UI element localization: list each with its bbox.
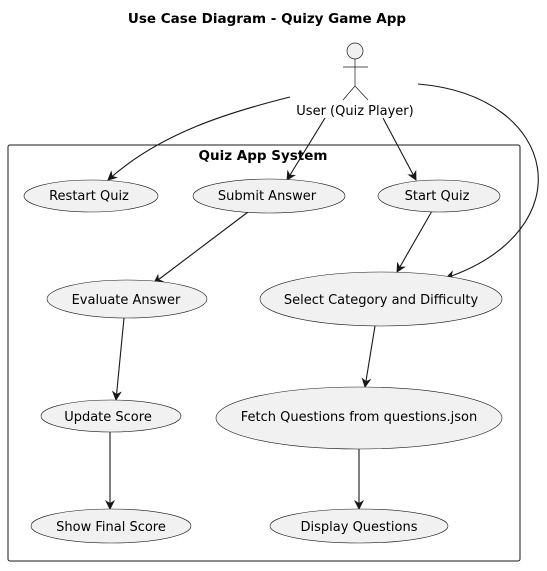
diagram-title: Use Case Diagram - Quizy Game App xyxy=(128,11,407,27)
edge-evaluate-update-score xyxy=(111,317,125,401)
use-case-submit-answer-label: Submit Answer xyxy=(218,189,317,204)
use-case-restart-quiz-label: Restart Quiz xyxy=(49,189,129,204)
edge-user-select-category xyxy=(417,83,539,280)
use-case-select-category-label: Select Category and Difficulty xyxy=(284,293,479,308)
edge-user-start-quiz xyxy=(382,117,417,181)
edge-user-restart-quiz xyxy=(107,96,291,181)
edge-start-select-category xyxy=(396,210,433,273)
use-case-update-score-shape xyxy=(40,399,182,433)
use-case-evaluate-answer-shape xyxy=(46,279,208,319)
use-case-select-category-shape xyxy=(259,271,503,327)
use-case-show-final-score-label: Show Final Score xyxy=(56,520,166,535)
use-case-show-final-score-shape xyxy=(30,508,192,544)
use-case-select-category: Select Category and Difficulty xyxy=(259,271,503,327)
use-case-restart-quiz-shape xyxy=(23,179,159,213)
use-case-display-questions: Display Questions xyxy=(269,508,449,544)
use-case-start-quiz: Start Quiz xyxy=(377,179,501,213)
use-case-update-score: Update Score xyxy=(40,399,182,433)
actor-right-leg xyxy=(354,85,369,101)
use-case-submit-answer-shape xyxy=(192,178,346,214)
use-case-start-quiz-shape xyxy=(377,179,501,213)
use-case-fetch-questions-label: Fetch Questions from questions.json xyxy=(241,410,477,425)
use-case-evaluate-answer-label: Evaluate Answer xyxy=(72,293,181,308)
use-case-display-questions-shape xyxy=(269,508,449,544)
use-case-submit-answer: Submit Answer xyxy=(192,178,346,214)
actor-label: User (Quiz Player) xyxy=(296,104,413,119)
use-case-evaluate-answer: Evaluate Answer xyxy=(46,279,208,319)
edge-user-submit-answer xyxy=(286,117,326,181)
use-case-fetch-questions: Fetch Questions from questions.json xyxy=(215,386,503,450)
system-boundary xyxy=(7,144,521,562)
actor-user: User (Quiz Player) xyxy=(296,42,414,119)
actor-left-leg xyxy=(342,85,356,101)
actor-head xyxy=(346,42,364,60)
edge-select-fetch-questions xyxy=(361,325,376,388)
use-case-display-questions-label: Display Questions xyxy=(301,520,418,535)
use-case-restart-quiz: Restart Quiz xyxy=(23,179,159,213)
use-case-update-score-label: Update Score xyxy=(64,410,152,425)
use-case-show-final-score: Show Final Score xyxy=(30,508,192,544)
system-label: Quiz App System xyxy=(199,148,328,164)
edge-submit-evaluate xyxy=(153,211,249,284)
use-case-fetch-questions-shape xyxy=(215,386,503,450)
use-case-start-quiz-label: Start Quiz xyxy=(405,189,470,204)
